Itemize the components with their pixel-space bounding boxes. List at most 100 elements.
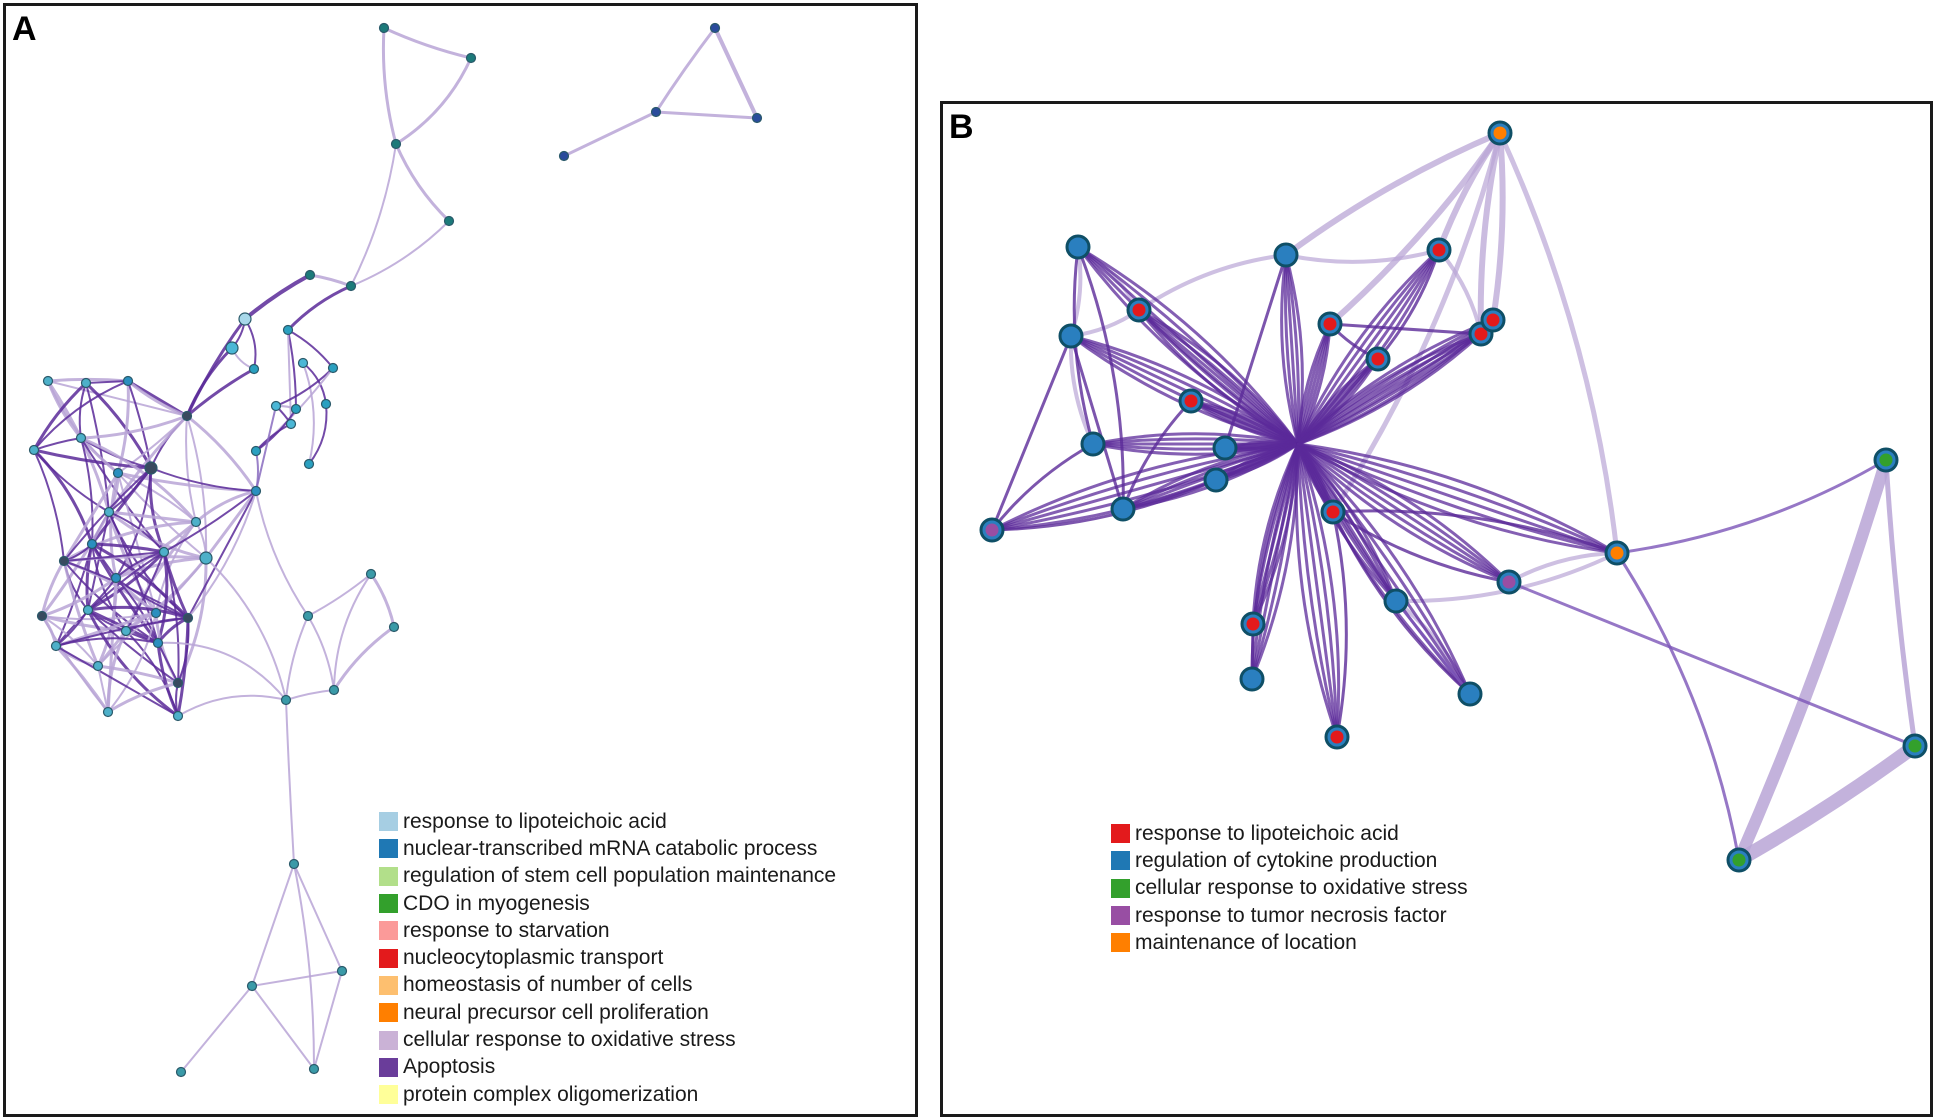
network-node-core (985, 523, 999, 537)
network-edge (654, 26, 717, 114)
legend-item: Apoptosis (379, 1054, 836, 1081)
network-edge (1331, 509, 1619, 555)
network-edge (1069, 334, 1300, 446)
network-edge (163, 490, 257, 553)
network-edge (150, 467, 257, 492)
legend-swatch (379, 975, 398, 995)
network-edge (382, 26, 473, 60)
network-edge (117, 472, 157, 614)
network-node (190, 516, 202, 528)
network-edge (381, 26, 398, 146)
legend-swatch (1111, 851, 1130, 871)
legend-swatch (379, 894, 398, 914)
network-node (80, 377, 92, 389)
network-edge (350, 220, 450, 287)
network-edge (1296, 442, 1472, 696)
network-node (308, 1063, 320, 1075)
legend-label: response to lipoteichoic acid (403, 809, 667, 833)
legend-label: homeostasis of number of cells (403, 973, 693, 997)
network-edge (1497, 130, 1620, 556)
legend-item: homeostasis of number of cells (379, 972, 836, 999)
network-edge (1330, 130, 1503, 515)
network-node-core (1474, 327, 1488, 341)
network-edge (1296, 442, 1339, 739)
legend-item: neural precursor cell proliferation (379, 999, 836, 1026)
network-node (320, 398, 332, 410)
network-edge (126, 379, 189, 418)
network-edge (55, 637, 159, 647)
legend-item: maintenance of location (1111, 929, 1468, 956)
network-edge (80, 437, 94, 545)
legend-swatch (1111, 878, 1130, 898)
network-edge (1615, 458, 1888, 555)
network-node (303, 458, 315, 470)
network-edge (308, 403, 328, 465)
legend-item: regulation of stem cell population maint… (379, 863, 836, 890)
network-edge (63, 551, 165, 562)
legend-item: response to starvation (379, 917, 836, 944)
network-edge (63, 560, 159, 644)
legend-swatch (1111, 824, 1130, 844)
network-edge (1250, 442, 1300, 681)
network-edge (176, 616, 190, 718)
network-edge (1296, 442, 1619, 555)
network-node (365, 568, 377, 580)
legend-label: response to starvation (403, 918, 610, 942)
legend-item: cellular response to oxidative stress (1111, 875, 1468, 902)
legend-swatch (379, 812, 398, 832)
network-edge (990, 478, 1218, 532)
network-edge (1284, 248, 1441, 264)
network-node (120, 625, 132, 637)
legend-item: cellular response to oxidative stress (379, 1026, 836, 1053)
network-edge (79, 414, 189, 440)
network-node (199, 551, 213, 565)
network-edge (255, 490, 309, 617)
network-edge (369, 572, 396, 629)
network-node (302, 610, 314, 622)
network-node (75, 432, 87, 444)
network-node (110, 572, 122, 584)
network-edge (713, 26, 759, 120)
network-edge (1296, 322, 1332, 446)
network-node-core (1502, 575, 1516, 589)
network-edge (55, 543, 93, 647)
network-node (50, 640, 62, 652)
legend-item: CDO in myogenesis (379, 890, 836, 917)
network-edge (1296, 442, 1339, 739)
network-node (1383, 588, 1409, 614)
network-edge (86, 608, 180, 718)
network-node (282, 324, 294, 336)
network-edge (990, 442, 1300, 532)
network-node-core (1879, 453, 1893, 467)
network-node (181, 410, 193, 422)
network-edge (313, 970, 343, 1070)
network-edge (1284, 253, 1301, 446)
network-edge (1296, 442, 1619, 555)
network-edge (1076, 245, 1125, 511)
network-edge (177, 694, 287, 717)
network-node (225, 341, 239, 355)
network-edge (124, 520, 198, 633)
network-edge (1296, 442, 1341, 739)
network-edge (287, 329, 292, 425)
legend-swatch (379, 1003, 398, 1023)
network-edge (1296, 442, 1472, 696)
network-edge (194, 489, 258, 524)
network-edge (394, 142, 451, 223)
network-node (158, 546, 170, 558)
network-edge (307, 615, 335, 691)
network-edge (62, 471, 120, 563)
network-edge (1280, 253, 1300, 446)
network-edge (251, 863, 295, 987)
network-node (304, 269, 316, 281)
network-node-core (1184, 394, 1198, 408)
network-edge (990, 442, 1300, 532)
network-edge (990, 442, 1300, 532)
network-node (1065, 234, 1091, 260)
network-edge (654, 110, 759, 120)
network-edge (187, 490, 257, 619)
network-node (1203, 467, 1229, 493)
network-node (122, 375, 134, 387)
